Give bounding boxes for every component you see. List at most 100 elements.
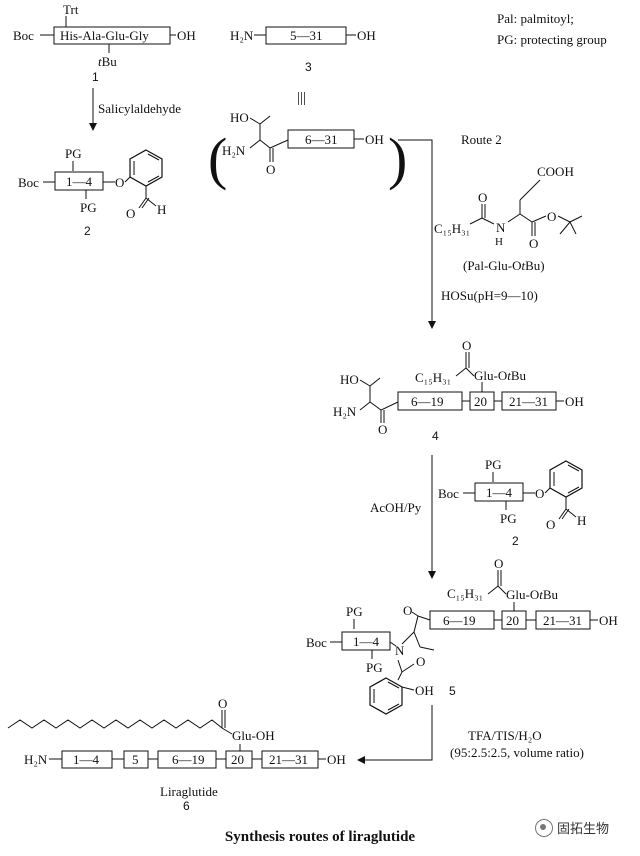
compound-number-2b: 2 (512, 534, 519, 548)
watermark: 固拓生物 (535, 818, 609, 837)
svg-text:OH: OH (599, 613, 618, 628)
compound-3: H₂N 5—31 OH 3 (230, 26, 376, 74)
svg-text:COOH: COOH (537, 164, 574, 179)
svg-text:Glu-OtBu: Glu-OtBu (506, 587, 559, 602)
svg-text:O: O (529, 236, 538, 251)
svg-text:C₁₅H₃₁: C₁₅H₃₁ (434, 221, 470, 236)
trt-label: Trt (63, 2, 79, 17)
peptide-chain-label: His-Ala-Glu-Gly (60, 28, 149, 43)
oh-label: OH (177, 28, 196, 43)
compound-4: HO H₂N O 6—19 20 21—31 OH Glu-OtBu O C₁₅… (333, 338, 584, 443)
svg-text:H₂N: H₂N (333, 404, 357, 419)
svg-text:5—31: 5—31 (290, 28, 323, 43)
svg-text:1—4: 1—4 (66, 174, 93, 189)
svg-text:OH: OH (565, 394, 584, 409)
compound-number-1: 1 (92, 70, 99, 84)
svg-text:O: O (546, 517, 555, 532)
compound-number-5: 5 (449, 684, 456, 698)
reagent-volume-ratio: (95:2.5:2.5, volume ratio) (450, 745, 584, 760)
reagent-salicylaldehyde: Salicylaldehyde (98, 101, 181, 116)
boc-label: Boc (13, 28, 34, 43)
phenol-ring-icon (369, 677, 403, 715)
compound-2-top: PG Boc 1—4 PG O O H 2 (18, 146, 166, 238)
svg-text:HO: HO (340, 372, 359, 387)
svg-text:PG: PG (65, 146, 82, 161)
pal-glu-otbu-label: (Pal-Glu-OtBu) (463, 258, 545, 273)
svg-text:O: O (403, 603, 412, 618)
svg-text:H: H (157, 202, 166, 217)
legend-pg: PG: protecting group (497, 32, 607, 47)
svg-text:PG: PG (485, 457, 502, 472)
legend-pal: Pal: palmitoyl; (497, 11, 574, 26)
compound-number-4: 4 (432, 429, 439, 443)
svg-text:): ) (388, 126, 407, 191)
svg-text:6—19: 6—19 (411, 394, 444, 409)
svg-text:6—31: 6—31 (305, 132, 338, 147)
svg-text:O: O (126, 206, 135, 221)
svg-text:6—19: 6—19 (443, 613, 476, 628)
route-2-label: Route 2 (461, 132, 502, 147)
svg-text:Boc: Boc (438, 486, 459, 501)
svg-text:1—4: 1—4 (353, 634, 380, 649)
svg-text:Boc: Boc (18, 175, 39, 190)
svg-text:OH: OH (327, 752, 346, 767)
svg-text:1—4: 1—4 (486, 485, 513, 500)
svg-text:HO: HO (230, 110, 249, 125)
svg-text:O: O (547, 209, 556, 224)
arrow-route-2 (398, 139, 436, 329)
compound-5: C₁₅H₃₁ O Glu-OtBu O 6—19 20 21—31 OH N O… (306, 556, 618, 715)
svg-text:H₂N: H₂N (24, 752, 48, 767)
svg-text:21—31: 21—31 (543, 613, 582, 628)
svg-text:tBu: tBu (98, 54, 117, 69)
svg-text:20: 20 (506, 613, 519, 628)
svg-text:C₁₅H₃₁: C₁₅H₃₁ (415, 370, 451, 385)
svg-text:1—4: 1—4 (73, 752, 100, 767)
svg-text:H: H (495, 236, 503, 248)
svg-text:20: 20 (231, 752, 244, 767)
arrow-5-to-6 (357, 705, 433, 764)
svg-text:O: O (416, 654, 425, 669)
svg-text:O: O (494, 556, 503, 571)
svg-text:Glu-OH: Glu-OH (232, 728, 275, 743)
benzene-ring-icon (129, 149, 163, 187)
svg-text:H₂N: H₂N (230, 28, 254, 43)
reagent-acoh-py: AcOH/Py (370, 500, 422, 515)
compound-1: Trt Boc His-Ala-Glu-Gly OH tBu 1 (13, 2, 196, 84)
svg-text:O: O (378, 422, 387, 437)
equivalence-sign: ||| (297, 90, 306, 106)
svg-text:N: N (496, 220, 506, 235)
svg-text:21—31: 21—31 (509, 394, 548, 409)
svg-text:5: 5 (132, 752, 139, 767)
pal-glu-otbu: COOH N H O C₁₅H₃₁ O O (Pal-Glu-OtBu) (434, 164, 583, 273)
svg-text:OH: OH (365, 132, 384, 147)
svg-text:Boc: Boc (306, 635, 327, 650)
svg-text:PG: PG (366, 660, 383, 675)
compound-3-expanded: ( ) HO H₂N O 6—31 OH (208, 110, 407, 191)
liraglutide-name: Liraglutide (160, 784, 218, 799)
compound-number-2a: 2 (84, 224, 91, 238)
reagent-hosu: HOSu(pH=9—10) (441, 288, 538, 303)
benzene-ring-icon (549, 460, 583, 498)
svg-text:20: 20 (474, 394, 487, 409)
svg-text:O: O (266, 162, 275, 177)
compound-6-liraglutide: O Glu-OH H₂N 1—4 5 6—19 20 21—31 OH Lira… (7, 696, 346, 813)
svg-text:H: H (577, 513, 586, 528)
svg-text:O: O (478, 190, 487, 205)
svg-text:PG: PG (346, 604, 363, 619)
compound-number-6: 6 (183, 799, 190, 813)
svg-text:O: O (535, 486, 544, 501)
svg-text:PG: PG (500, 511, 517, 526)
svg-text:O: O (462, 338, 471, 353)
svg-text:(: ( (208, 126, 227, 191)
watermark-text: 固拓生物 (557, 822, 610, 837)
svg-text:N: N (395, 643, 405, 658)
svg-text:OH: OH (357, 28, 376, 43)
svg-text:H₂N: H₂N (222, 143, 246, 158)
svg-text:Glu-OtBu: Glu-OtBu (474, 368, 527, 383)
reagent-tfa-tis-water: TFA/TIS/H₂O (468, 728, 542, 743)
legend: Pal: palmitoyl; PG: protecting group (497, 8, 607, 50)
figure-caption: Synthesis routes of liraglutide (224, 829, 416, 845)
wechat-icon (535, 818, 553, 837)
compound-2-reagent: PG Boc 1—4 PG O O H 2 (438, 457, 586, 548)
